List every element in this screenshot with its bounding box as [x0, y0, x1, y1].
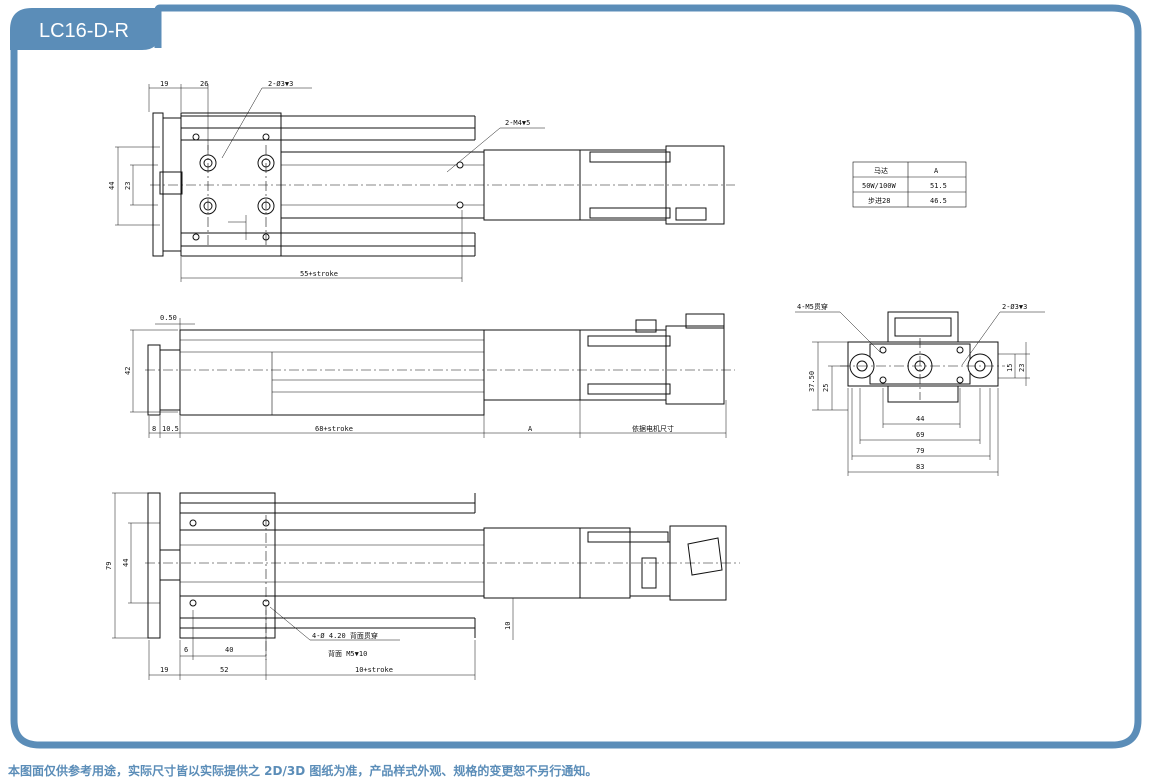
table-cell: 50W/100W — [862, 182, 897, 190]
top-dim-44: 44 — [108, 182, 116, 190]
end-dim-23: 23 — [1018, 364, 1026, 372]
bottom-note-2: 背面 M5▼10 — [328, 649, 367, 658]
end-dim-44: 44 — [916, 415, 924, 423]
drawing-title: LC16-D-R — [38, 19, 130, 42]
table-cell: 步进28 — [868, 197, 890, 205]
end-dim-hole: 2-Ø3▼3 — [1002, 303, 1027, 311]
side-dim-motor: 依据电机尺寸 — [632, 424, 674, 433]
table-header-a: A — [934, 167, 939, 175]
side-dim-42: 42 — [124, 367, 132, 375]
top-dim-hole: 2-Ø3▼3 — [268, 80, 293, 88]
bottom-dim-6: 6 — [184, 646, 188, 654]
bottom-dim-40: 40 — [225, 646, 233, 654]
top-dim-26: 26 — [200, 80, 208, 88]
table-header-motor: 马达 — [874, 166, 888, 175]
side-dim-105: 10.5 — [162, 425, 179, 433]
end-dim-25: 25 — [822, 384, 830, 392]
bottom-dim-19: 19 — [160, 666, 168, 674]
top-dim-23: 23 — [124, 182, 132, 190]
end-dim-79: 79 — [916, 447, 924, 455]
top-dim-m4: 2-M4▼5 — [505, 119, 530, 127]
bottom-dim-10: 10 — [504, 622, 512, 630]
end-view: 4-M5贯穿 2-Ø3▼3 37.50 25 15 23 44 69 79 83 — [795, 302, 1045, 476]
motor-table: 马达 A 50W/100W 51.5 步进28 46.5 — [852, 161, 967, 208]
table-cell: 46.5 — [930, 197, 947, 205]
side-dim-stroke: 68+stroke — [315, 425, 353, 433]
side-dim-8: 8 — [152, 425, 156, 433]
bottom-dim-79: 79 — [105, 562, 113, 570]
side-dim-050: 0.50 — [160, 314, 177, 322]
side-view: 0.50 42 8 10.5 68+stroke A 依据电机尺寸 — [124, 313, 735, 438]
end-dim-69: 69 — [916, 431, 924, 439]
end-dim-83: 83 — [916, 463, 924, 471]
side-dim-a: A — [528, 425, 533, 433]
bottom-dim-44: 44 — [122, 559, 130, 567]
bottom-view: 79 44 10 6 40 19 52 10+stroke 4-Ø 4.20 背… — [105, 492, 740, 680]
end-dim-3750: 37.50 — [808, 371, 816, 392]
title-tab-bg — [10, 8, 160, 50]
end-dim-m5: 4-M5贯穿 — [797, 302, 828, 311]
top-view: 19 26 2-Ø3▼3 2-M4▼5 44 23 55+stroke — [108, 80, 735, 282]
top-dim-19: 19 — [160, 80, 168, 88]
bottom-note-1: 4-Ø 4.20 背面贯穿 — [312, 631, 378, 640]
bottom-dim-52: 52 — [220, 666, 228, 674]
table-cell: 51.5 — [930, 182, 947, 190]
end-dim-15: 15 — [1006, 364, 1014, 372]
frame-border — [10, 4, 1142, 749]
bottom-dim-stroke: 10+stroke — [355, 666, 393, 674]
top-dim-stroke: 55+stroke — [300, 270, 338, 278]
disclaimer-note: 本图面仅供参考用途，实际尺寸皆以实际提供之 2D/3D 图纸为准，产品样式外观、… — [8, 764, 598, 778]
